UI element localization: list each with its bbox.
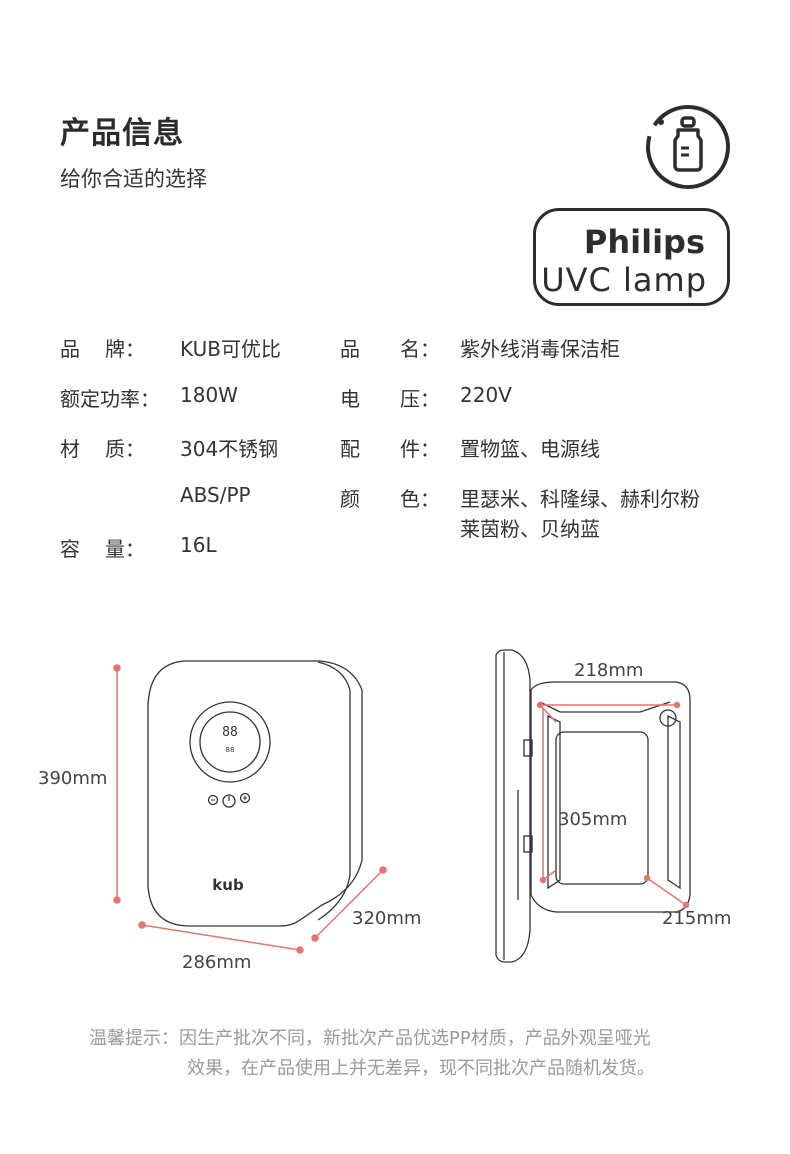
spec-color: 颜色： 里瑟米、科隆绿、赫利尔粉 莱茵粉、贝纳蓝 [340, 483, 760, 543]
note-line-1: 温馨提示：因生产批次不同，新批次产品优选PP材质，产品外观呈哑光 [89, 1028, 651, 1049]
dimension-lines-inner [536, 701, 690, 909]
spec-color-value-1: 里瑟米、科隆绿、赫利尔粉 [460, 487, 700, 511]
spec-voltage: 电压： 220V [340, 383, 512, 411]
badge-line-2: UVC lamp [541, 261, 707, 299]
baby-bottle-icon [646, 105, 730, 189]
spec-brand-value: KUB可优比 [180, 337, 281, 361]
display-digits: 88 [222, 725, 238, 740]
page-title: 产品信息 [60, 116, 184, 151]
spec-capacity: 容量： 16L [60, 533, 217, 561]
kub-logo: kub [212, 876, 244, 894]
spec-voltage-value: 220V [460, 383, 512, 407]
spec-brand: 品牌： KUB可优比 [60, 333, 320, 361]
display-small-digits: 88 [226, 746, 235, 754]
spec-power: 额定功率： 180W [60, 383, 238, 411]
dim-height: 390mm [38, 768, 108, 789]
spec-parts-value: 置物篮、电源线 [460, 437, 600, 461]
spec-material-value-2: ABS/PP [180, 483, 251, 507]
dim-inner-depth: 215mm [662, 908, 732, 929]
spec-color-value-2: 莱茵粉、贝纳蓝 [460, 517, 600, 541]
spec-name-value: 紫外线消毒保洁柜 [460, 337, 620, 361]
spec-power-value: 180W [180, 383, 238, 407]
dim-depth: 320mm [352, 908, 422, 929]
dimension-lines-front [113, 664, 387, 954]
page-subtitle: 给你合适的选择 [60, 167, 207, 191]
dim-width: 286mm [182, 952, 252, 973]
spec-capacity-value: 16L [180, 533, 217, 557]
spec-parts: 配件： 置物篮、电源线 [340, 433, 740, 461]
spec-name: 品名： 紫外线消毒保洁柜 [340, 333, 740, 361]
dim-inner-height: 305mm [558, 809, 628, 830]
spec-material-value-1: 304不锈钢 [180, 437, 279, 461]
device-front-drawing [147, 660, 363, 927]
dim-inner-width: 218mm [574, 660, 644, 681]
spec-material: 材质： 304不锈钢 ABS/PP [60, 433, 320, 513]
badge-line-1: Philips [583, 223, 705, 261]
philips-uvc-badge: Philips UVC lamp [533, 208, 730, 306]
note-line-2: 效果，在产品使用上并无差异，现不同批次产品随机发货。 [187, 1058, 655, 1079]
device-open-drawing [495, 649, 691, 963]
